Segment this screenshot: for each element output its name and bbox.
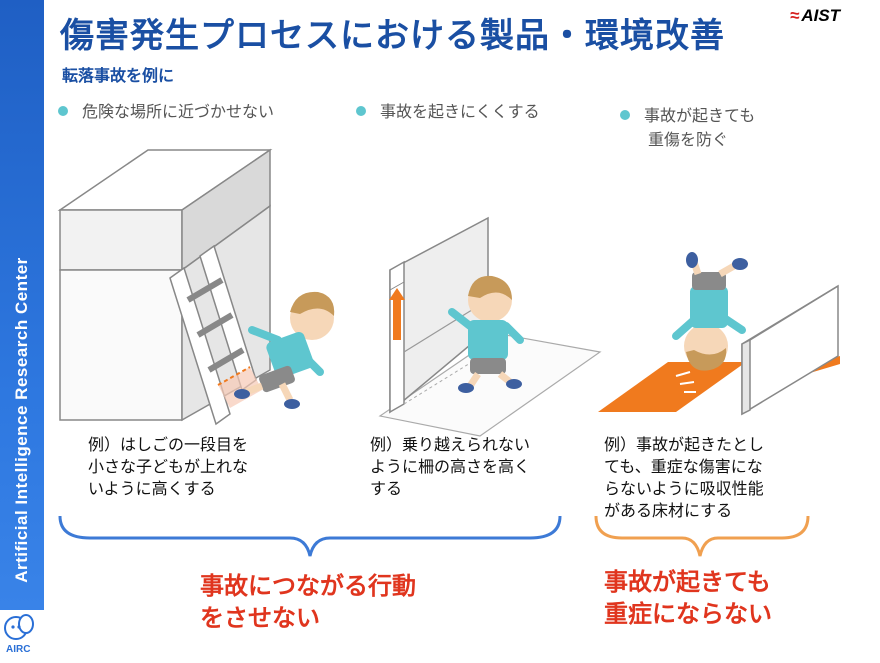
bullet-dot-icon [356,105,366,116]
example-caption-fence: 例）乗り越えられない ように柵の高さを高く する [370,434,530,500]
caption-line: ても、重症な傷害にな [604,457,763,476]
example-caption-floor: 例）事故が起きたとし ても、重症な傷害にな らないように吸収性能 がある床材にす… [604,434,764,522]
page-subtitle: 転落事故を例に [62,66,175,85]
brace-blue [58,515,562,557]
bullet-dot-icon [58,105,68,116]
brace-orange [594,515,810,557]
group-label-line: 事故につながる行動 [200,572,416,600]
airc-logo-text: AIRC [6,644,31,655]
child-at-fence-figure [448,275,524,393]
bullet-prevent-access: 危険な場所に近づかせない [58,100,274,124]
caption-line: する [370,479,403,498]
bullet-reduce-accident: 事故を起きにくくする [356,100,540,124]
caption-line: ように柵の高さを高く [370,457,531,476]
bullet-dot-icon [620,109,630,120]
airc-mascot-icon [4,614,34,640]
group-label-line: 重症にならない [604,600,772,628]
aist-logo: ≈AIST [790,6,840,26]
aist-swoosh-icon: ≈ [790,6,800,25]
airc-logo: AIRC [0,610,44,663]
aist-logo-text: AIST [801,6,841,25]
page-title: 傷害発生プロセスにおける製品・環境改善 [60,16,725,56]
caption-line: がある床材にする [604,501,733,520]
sidebar: Artificial Intelligence Research Center [0,0,44,663]
bullet-text-line2: 重傷を防ぐ [648,130,729,149]
child-falling-figure [672,252,748,371]
group-label-mitigate: 事故が起きても 重症にならない [604,566,772,630]
example-caption-ladder: 例）はしごの一段目を 小さな子どもが上れな いように高くする [88,434,248,500]
bullet-text: 事故を起きにくくする [380,102,540,121]
caption-line: らないように吸収性能 [604,479,764,498]
caption-line: 例）乗り越えられない [370,435,531,454]
bullet-text: 事故が起きても [644,106,756,125]
caption-line: 小さな子どもが上れな [88,457,249,476]
caption-line: 例）事故が起きたとし [604,435,765,454]
loft-bed-illustration [57,148,335,426]
group-label-line: をさせない [200,604,320,632]
soft-floor-illustration [598,252,840,416]
child-climbing-figure [234,291,335,409]
fence-illustration [378,216,602,437]
bullet-prevent-injury: 事故が起きても 重傷を防ぐ [620,104,755,152]
bullet-text: 危険な場所に近づかせない [82,102,275,121]
caption-line: 例）はしごの一段目を [88,435,249,454]
group-label-prevent: 事故につながる行動 をさせない [200,570,416,634]
caption-line: いように高くする [88,479,216,498]
group-label-line: 事故が起きても [604,568,771,596]
